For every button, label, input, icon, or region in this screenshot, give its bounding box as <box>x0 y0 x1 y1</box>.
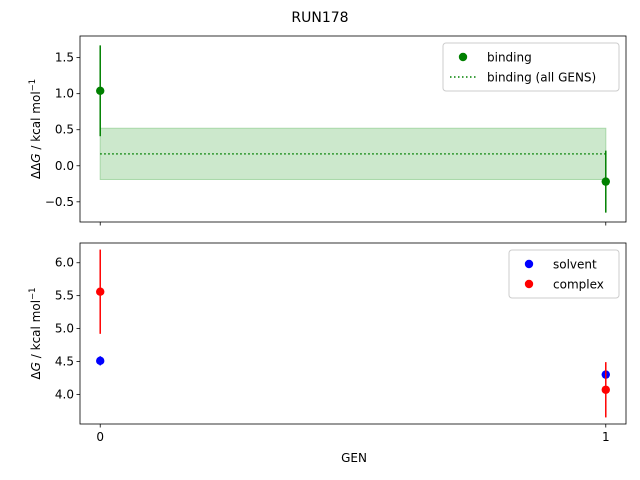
legend-marker <box>458 52 468 62</box>
y-tick-label: 5.0 <box>55 322 74 336</box>
legend-label: solvent <box>553 258 597 272</box>
x-tick-label: 0 <box>96 430 104 444</box>
y-tick-label: 1.0 <box>55 87 74 101</box>
legend-label: complex <box>553 278 604 292</box>
y-tick-label: 1.5 <box>55 51 74 65</box>
legend-marker <box>524 279 534 289</box>
binding-point <box>96 86 105 95</box>
x-tick-label: 1 <box>602 430 610 444</box>
y-axis-label: ΔG / kcal mol−1 <box>28 287 43 379</box>
figure-title: RUN178 <box>291 10 348 26</box>
x-axis-label: GEN <box>341 451 367 465</box>
axes-frame <box>79 35 627 223</box>
y-tick-label: 4.0 <box>55 387 74 401</box>
solvent-point <box>96 356 105 366</box>
legend-marker <box>524 259 534 269</box>
bottom-panel: 4.0 4.5 5.0 5.5 6.0 0 1 ΔG / kcal mol−1 solvent c… <box>28 242 627 444</box>
y-tick-label: 4.5 <box>55 354 74 368</box>
legend-label: binding (all GENS) <box>487 71 596 85</box>
y-axis-label: ΔΔG / kcal mol−1 <box>28 79 43 179</box>
y-tick-label: −0.5 <box>45 195 74 209</box>
legend-box <box>508 249 620 299</box>
legend-box <box>442 42 620 92</box>
y-tick-label: 5.5 <box>55 289 74 303</box>
y-tick-label: 0.0 <box>55 159 74 173</box>
axes-frame <box>79 242 627 425</box>
binding-point <box>601 177 610 186</box>
y-tick-label: 0.5 <box>55 123 74 137</box>
y-tick-label: 6.0 <box>55 256 74 270</box>
complex-point <box>601 385 610 394</box>
legend-label: binding <box>487 51 532 65</box>
complex-point <box>96 287 105 296</box>
